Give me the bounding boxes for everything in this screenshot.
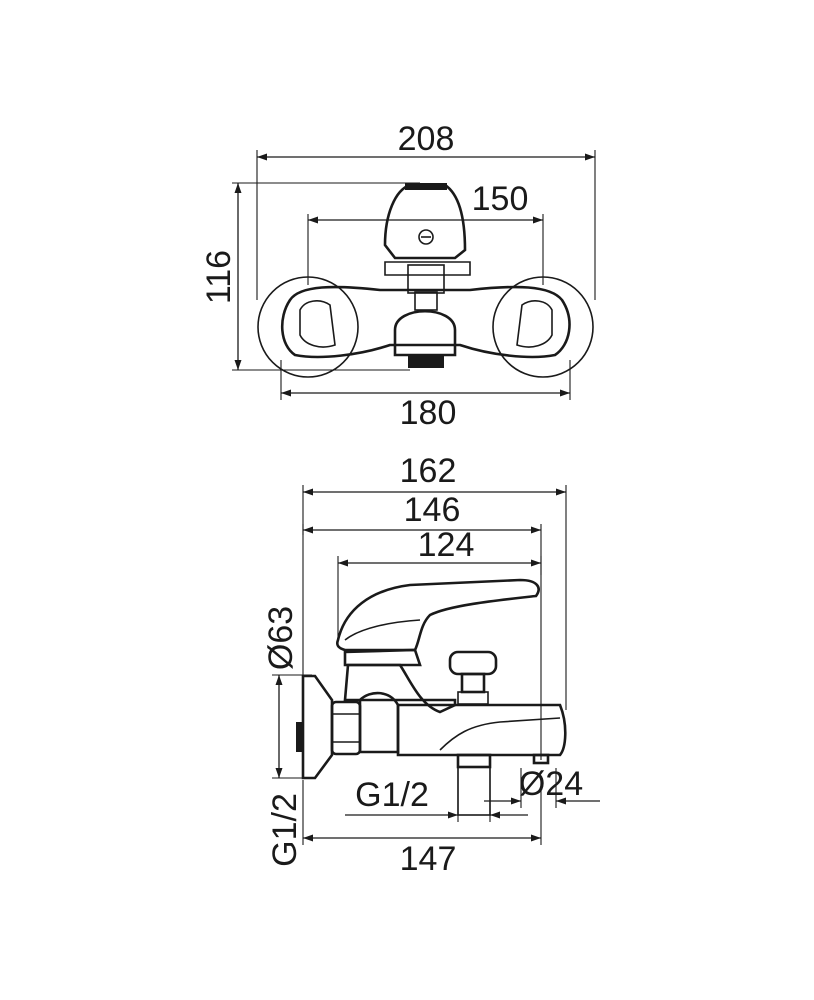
dimension-outlet-thread: G1/2 [345,760,528,822]
dim-diameter-63-label: Ø63 [262,606,300,670]
connection-nut [330,700,362,756]
dim-diameter-24-label: Ø24 [519,765,583,803]
dimension-center-distance: 150 [307,180,544,285]
outlet [532,753,550,765]
dim-146-label: 146 [404,491,461,529]
shower-outlet-thread [456,753,492,769]
faucet-top-view [257,183,594,378]
diverter-knob [448,650,498,676]
dimension-length-spout: 124 [337,526,542,640]
dim-116-label: 116 [200,250,238,304]
dim-g12-vertical-label: G1/2 [266,793,304,867]
dim-180-label: 180 [400,394,457,432]
dimension-base-width: 180 [280,360,571,432]
dim-162-label: 162 [400,452,457,490]
right-escutcheon [492,276,594,378]
dimension-flange-diameter: Ø63 [262,606,312,779]
side-view: 162 146 124 Ø63 G1/2 [262,452,600,878]
dim-147-label: 147 [400,840,457,878]
dimension-overall-width: 208 [256,120,596,300]
dimension-overall-length: 162 [302,452,567,710]
wall-flange [301,674,334,780]
outlet-aerator [408,354,444,368]
dimension-inlet-thread: G1/2 [266,793,304,867]
dimension-base-length: 147 [302,780,542,878]
dim-150-label: 150 [472,180,529,218]
lever-screw [418,229,434,245]
dim-g12-horizontal-label: G1/2 [355,776,429,814]
dimension-height: 116 [200,182,420,371]
faucet-side-view [296,578,567,816]
dim-208-label: 208 [398,120,455,158]
dimension-outlet-diameter: Ø24 [484,765,600,808]
inlet-thread [296,722,303,752]
dim-124-label: 124 [418,526,475,564]
left-escutcheon [257,276,359,378]
lever-handle [335,578,540,652]
spout [396,703,567,757]
top-view: 208 150 116 180 [200,120,596,432]
